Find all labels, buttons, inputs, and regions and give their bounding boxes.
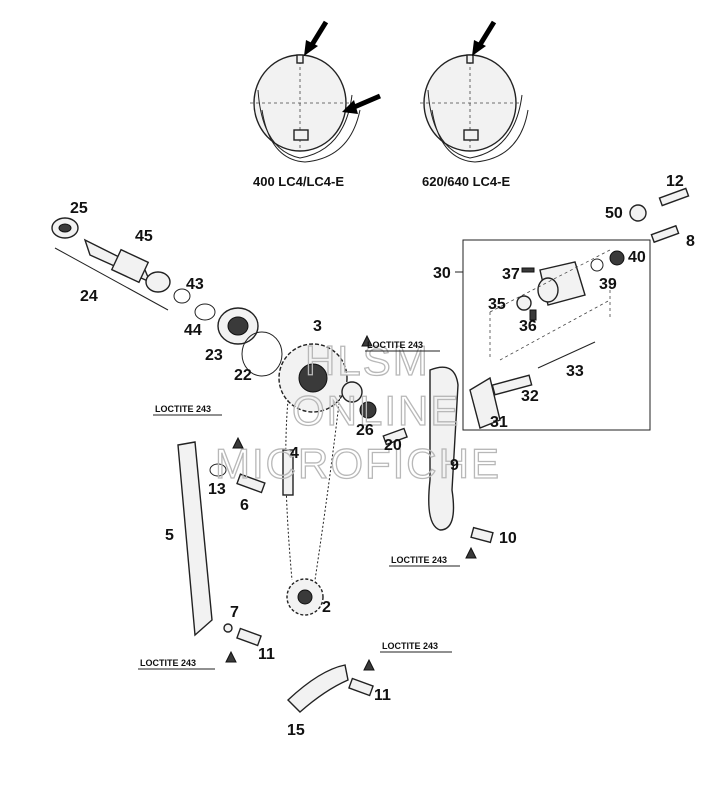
part-number: 43 [186,276,204,293]
part-number: 22 [234,367,252,384]
loctite-label: LOCTITE 243 [367,340,423,350]
part-number: 39 [599,276,617,293]
loctite-drop-5 [361,334,373,347]
o-ring-13 [209,463,227,477]
watermark-line1: HLSM [305,337,430,384]
part-number: 35 [488,296,506,313]
part-number: 15 [287,722,305,739]
part-number: 9 [450,457,459,474]
bolt-20 [382,427,408,446]
part-number: 25 [70,200,88,217]
cam-end-view-left [250,54,361,163]
part-number: 23 [205,347,223,364]
cam-sprocket [278,343,348,413]
part-number: 20 [384,437,402,454]
part-number: 37 [502,266,520,283]
guide-slider-4 [282,449,294,496]
part-number: 4 [290,445,299,462]
cam-end-view-right [420,54,529,163]
nut [359,401,377,419]
part-number: 50 [605,205,623,222]
part-number: 5 [165,527,174,544]
bolt-6 [236,473,266,494]
part-number: 36 [519,318,537,335]
loctite-drop-1 [232,436,244,449]
chain-guide-15 [286,664,349,713]
watermark: HLSM ONLINE MICROFICHE [214,336,501,487]
tensioner-assembly [469,249,625,429]
watermark-line3: MICROFICHE [215,440,501,487]
part-number: 11 [258,646,275,663]
part-number: 31 [490,414,508,431]
part-number: 33 [566,363,584,380]
part-number: 45 [135,228,153,245]
part-number: 13 [208,481,226,498]
caption-left-cam: 400 LC4/LC4-E [253,174,344,189]
loctite-label: LOCTITE 243 [391,555,447,565]
part-number: 10 [499,530,517,547]
part-number: 40 [628,249,646,266]
loctite-drop-4 [465,546,477,559]
part-number: 30 [433,265,451,282]
part-number: 7 [230,604,239,621]
part-number: 3 [313,318,322,335]
crank-sprocket [286,578,324,616]
part-number: 32 [521,388,539,405]
part-numbers: 25 45 24 43 44 23 22 3 26 20 9 13 6 4 5 … [70,173,695,739]
part-number: 12 [666,173,684,190]
part-number: 6 [240,497,249,514]
camshaft-assembly [51,217,283,377]
loctite-label: LOCTITE 243 [140,658,196,668]
part-number: 26 [356,422,374,439]
loctite-drop-3 [363,658,375,671]
bolt-11b [348,677,374,697]
loctite-drop-2 [225,650,237,663]
chain-guide-left [177,441,213,637]
bolt-10 [470,526,494,544]
loctite-label: LOCTITE 243 [155,404,211,414]
washer [341,381,363,403]
part-number: 24 [80,288,98,305]
part-number: 2 [322,599,331,616]
part-number: 8 [686,233,695,250]
watermark-line2: ONLINE [292,387,460,434]
bolt-11a [236,627,262,647]
part-number: 11 [374,687,391,704]
caption-right-cam: 620/640 LC4-E [422,174,510,189]
tensioner-group-frame [455,239,651,431]
loctite-label: LOCTITE 243 [382,641,438,651]
part-number: 44 [184,322,202,339]
loctite-labels: LOCTITE 243 LOCTITE 243 LOCTITE 243 LOCT… [138,340,460,670]
arrow-icons [304,20,497,114]
bolts-top-right [629,187,690,244]
washer-7 [223,623,233,633]
chain-tensioner-rail [428,366,459,531]
